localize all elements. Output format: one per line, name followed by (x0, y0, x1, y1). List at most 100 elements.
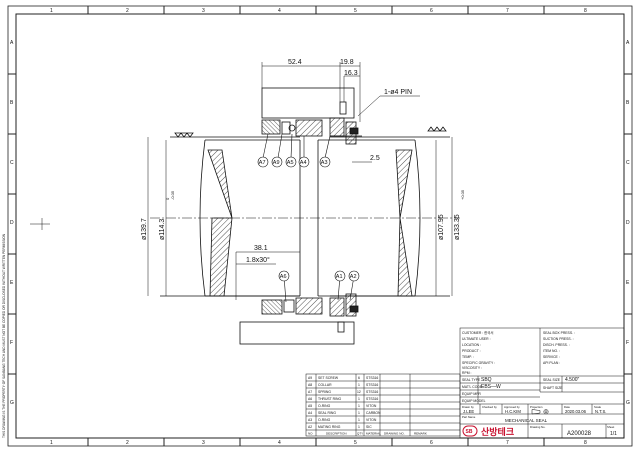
seal-type-label: SEAL TYPE (462, 378, 481, 382)
dim-chamfer: 1.8x30° (246, 256, 270, 264)
balloon-a5: A5 (285, 156, 297, 168)
drawn-value: J.LEE (463, 409, 474, 414)
col-label: 7 (506, 440, 509, 446)
svg-text:SIC: SIC (366, 425, 372, 429)
svg-text:MATERIAL: MATERIAL (366, 432, 381, 436)
svg-text:SPRING: SPRING (318, 390, 331, 394)
col-label: 7 (506, 8, 509, 14)
svg-text:COLLAR: COLLAR (318, 383, 332, 387)
svg-text:6: 6 (358, 376, 360, 380)
svg-text:1: 1 (358, 404, 360, 408)
seal-size-value: 4.500" (565, 377, 580, 383)
date-value: 2020.03.06 (565, 409, 587, 414)
svg-text:REMARK: REMARK (414, 432, 427, 436)
dimension-lines (147, 62, 453, 300)
svg-text:SET SCREW: SET SCREW (318, 376, 339, 380)
balloon-a1: A1 (334, 270, 346, 282)
svg-text:A4: A4 (308, 411, 312, 415)
svg-text:VITON: VITON (366, 404, 377, 408)
date-label: Date (564, 405, 570, 409)
tb-right-row: DISCH. PRESS. : (543, 343, 570, 347)
tb-right-row: SEAL BOX PRESS. : (543, 331, 575, 335)
logo-text: 산방테크 (481, 426, 514, 437)
row-label: F (10, 340, 13, 346)
dim-pin: 1-ø4 PIN (384, 89, 412, 96)
dim-107-95: ø107.95 (438, 214, 445, 240)
tb-left-row: PRODUCT : (462, 349, 481, 353)
tb-left-row: LOCATION : (462, 343, 481, 347)
balloon-a6: A6 (278, 270, 290, 282)
col-label: 5 (354, 440, 357, 446)
svg-text:CARBON: CARBON (366, 411, 381, 415)
row-label: B (10, 100, 14, 106)
seal-type-value: SBQ (481, 377, 492, 383)
svg-text:THRUST RING: THRUST RING (318, 397, 341, 401)
col-label: 4 (278, 8, 281, 14)
row-label: E (10, 280, 14, 286)
sheet-value: 1/1 (610, 431, 617, 437)
svg-text:1: 1 (358, 411, 360, 415)
col-label: 3 (202, 8, 205, 14)
dim-139-7: ø139.7 (141, 218, 148, 240)
logo-badge: SB (466, 429, 473, 435)
dim-52-4: 52.4 (288, 59, 302, 66)
projection-label: Projection (530, 405, 543, 409)
side-note: THIS DRAWING IS THE PROPERTY OF SANBANG … (2, 233, 6, 438)
tb-right-row: SERVICE : (543, 355, 560, 359)
svg-text:A5: A5 (287, 160, 294, 166)
tb-right-row: API PLAN : (543, 361, 560, 365)
shaft-size-label: SHAFT SIZE (543, 386, 563, 390)
row-label: A (10, 40, 14, 46)
part-name-value: MECHANICAL SEAL (505, 418, 548, 423)
svg-text:1: 1 (358, 425, 360, 429)
row-label: B (626, 100, 630, 106)
balloon-a4: A4 (298, 156, 310, 168)
svg-text:A2: A2 (350, 274, 357, 280)
company-logo: SB 산방테크 (462, 425, 514, 437)
sheet-label: Sheet (607, 425, 615, 429)
svg-text:A9: A9 (308, 376, 312, 380)
svg-text:1: 1 (358, 418, 360, 422)
dim-133-35-tol: +0.05 (460, 189, 465, 200)
dim-114-3-tol0: 0 (165, 197, 170, 200)
tb-left-row: RPM : (462, 371, 471, 375)
svg-text:QTY: QTY (357, 432, 363, 436)
balloon-a2: A2 (348, 270, 360, 282)
col-label: 8 (584, 8, 587, 14)
col-label: 1 (50, 8, 53, 14)
svg-text:A3: A3 (308, 418, 312, 422)
svg-text:A7: A7 (259, 160, 266, 166)
svg-text:A4: A4 (300, 160, 307, 166)
projection-symbol-icon (531, 409, 549, 415)
col-label: 5 (354, 8, 357, 14)
svg-text:A1: A1 (336, 274, 343, 280)
tb-left-row: ULTIMATE USER : (462, 337, 491, 341)
dim-133-35: ø133.35 (454, 214, 461, 240)
tb-left-row: VISCOSITY : (462, 366, 482, 370)
row-label: F (626, 340, 629, 346)
dim-2-5: 2.5 (370, 155, 380, 162)
svg-text:DESCRIPTION: DESCRIPTION (326, 432, 347, 436)
row-label: D (10, 220, 14, 226)
frame-labels: 1 2 3 4 5 6 7 8 1 2 3 4 5 6 7 8 A B C D … (10, 8, 630, 446)
col-label: 2 (126, 440, 129, 446)
drawn-label: Drawn by (462, 405, 474, 409)
row-label: C (10, 160, 14, 166)
drawing-no-label: Drawing No. (530, 425, 546, 429)
svg-text:O-RING: O-RING (318, 404, 331, 408)
balloon-a7: A7 (257, 156, 269, 168)
svg-text:NO: NO (308, 432, 313, 436)
tb-right-row: SUCTION PRESS. : (543, 337, 574, 341)
svg-text:1: 1 (358, 383, 360, 387)
svg-text:12: 12 (357, 390, 361, 394)
col-label: 2 (126, 8, 129, 14)
svg-text:A6: A6 (308, 397, 312, 401)
